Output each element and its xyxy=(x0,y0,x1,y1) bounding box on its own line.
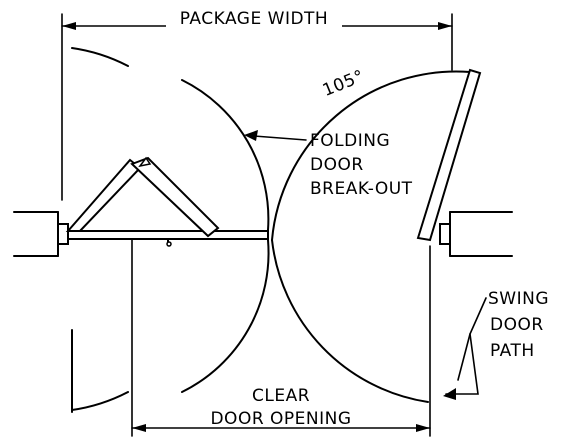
folding-door xyxy=(65,156,269,247)
folding-leader-arrow-icon xyxy=(244,130,258,141)
left-breakout-arcs xyxy=(71,47,129,413)
swing-leader-line xyxy=(445,297,487,395)
arrow-right-icon xyxy=(438,22,452,30)
right-jamb xyxy=(439,223,451,245)
arrow-left-icon xyxy=(62,22,76,30)
left-jamb xyxy=(57,223,69,245)
swing-label-line1: SWING xyxy=(488,289,549,309)
clear-arrow-left-icon xyxy=(132,424,146,432)
swing-lower-arc xyxy=(271,239,429,403)
package-width-label: PACKAGE WIDTH xyxy=(180,9,328,29)
folding-leaf-2 xyxy=(130,156,220,238)
door-pivot-icon xyxy=(166,241,172,247)
folding-leaf-1 xyxy=(65,158,142,232)
package-width-dimension: PACKAGE WIDTH xyxy=(61,8,453,201)
left-upper-arc xyxy=(71,47,129,67)
folding-callout: FOLDING DOOR BREAK-OUT xyxy=(244,130,413,199)
angle-label: 105° xyxy=(320,66,367,101)
left-lower-arc xyxy=(71,391,129,411)
breakout-upper-arc xyxy=(181,79,270,231)
breakout-lower-arc xyxy=(181,239,270,393)
swing-callout: SWING DOOR PATH xyxy=(443,289,549,400)
clear-opening-dimension: CLEAR DOOR OPENING xyxy=(131,238,431,437)
folding-leader-line xyxy=(253,135,307,141)
swing-label-line2: DOOR xyxy=(490,315,544,335)
left-wall xyxy=(13,211,69,257)
folding-label-line2: DOOR xyxy=(310,155,364,175)
swing-leader-spur xyxy=(457,333,471,381)
folding-label-line3: BREAK-OUT xyxy=(310,179,413,199)
clear-label-line1: CLEAR xyxy=(252,386,310,406)
swing-leader-arrow-icon xyxy=(443,388,456,400)
folding-label-line1: FOLDING xyxy=(310,131,390,151)
swing-label-line3: PATH xyxy=(490,341,535,361)
clear-label-line2: DOOR OPENING xyxy=(210,409,351,429)
right-wall xyxy=(439,211,513,257)
swing-upper-arc xyxy=(271,70,471,241)
breakout-path-arcs xyxy=(181,79,270,393)
folding-door-panel xyxy=(67,230,269,240)
swing-door-panel xyxy=(416,68,482,242)
clear-arrow-right-icon xyxy=(416,424,430,432)
fold-apex xyxy=(138,156,152,168)
